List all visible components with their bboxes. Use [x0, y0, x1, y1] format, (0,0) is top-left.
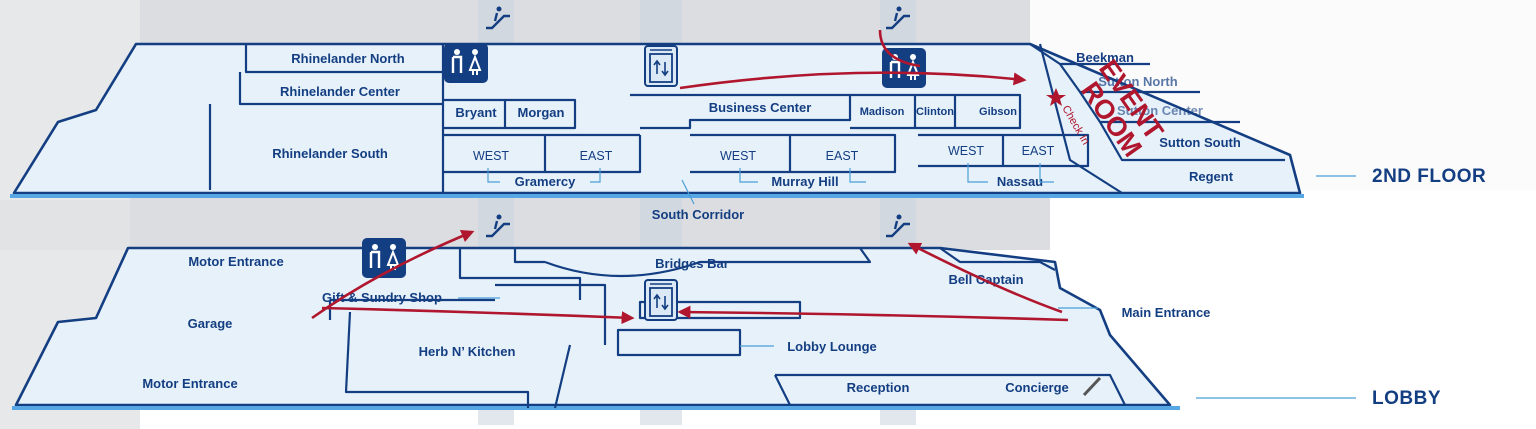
route-arrows [311, 29, 1069, 325]
room-regent: Regent [1189, 169, 1234, 184]
gramercy-west: WEST [473, 149, 509, 163]
check-in-star-icon [1046, 88, 1066, 106]
gramercy-east: EAST [580, 149, 613, 163]
room-madison: Madison [860, 106, 905, 118]
lobby-floor-plate [12, 246, 1180, 410]
room-sutton-north: Sutton North [1098, 74, 1177, 89]
room-nassau: Nassau [997, 174, 1043, 189]
room-rhinelander-center: Rhinelander Center [280, 84, 400, 99]
restroom-icon [362, 238, 406, 278]
area-motor-entrance-bottom: Motor Entrance [142, 376, 237, 391]
area-lobby-lounge: Lobby Lounge [787, 339, 877, 354]
restroom-icon [444, 43, 488, 83]
room-gramercy: Gramercy [515, 174, 576, 189]
elevator-icon [644, 45, 678, 87]
area-bridges-bar: Bridges Bar [655, 256, 729, 271]
area-motor-entrance-top: Motor Entrance [188, 254, 283, 269]
area-garage: Garage [188, 316, 233, 331]
escalator-icon [886, 214, 910, 238]
murray-hill-east: EAST [826, 149, 859, 163]
floor-label-second: 2ND FLOOR [1372, 166, 1486, 187]
elevator-icon [644, 279, 678, 321]
room-gibson: Gibson [979, 106, 1017, 118]
escalator-icon [486, 6, 510, 30]
room-morgan: Morgan [518, 105, 565, 120]
area-reception: Reception [847, 380, 910, 395]
murray-hill-west: WEST [720, 149, 756, 163]
nassau-east: EAST [1022, 144, 1055, 158]
floor-label-lobby: LOBBY [1372, 388, 1441, 409]
area-main-entrance: Main Entrance [1122, 305, 1211, 320]
room-sutton-south: Sutton South [1159, 135, 1241, 150]
room-business-center: Business Center [709, 100, 812, 115]
room-rhinelander-north: Rhinelander North [291, 51, 404, 66]
area-concierge: Concierge [1005, 380, 1069, 395]
nassau-west: WEST [948, 144, 984, 158]
area-gift-shop: Gift & Sundry Shop [322, 290, 442, 305]
room-beekman: Beekman [1076, 50, 1134, 65]
area-herb-kitchen: Herb N’ Kitchen [419, 344, 516, 359]
room-rhinelander-south: Rhinelander South [272, 146, 388, 161]
escalator-icon [486, 214, 510, 238]
south-corridor-label: South Corridor [652, 207, 744, 222]
room-bryant: Bryant [455, 105, 497, 120]
second-floor-plate [10, 42, 1304, 198]
room-sutton-center: Sutton Center [1117, 103, 1203, 118]
lobby-labels: Motor Entrance Garage Motor Entrance Gif… [142, 254, 1441, 409]
room-murray-hill: Murray Hill [771, 174, 838, 189]
room-clinton: Clinton [916, 106, 954, 118]
second-floor-labels: Rhinelander North Rhinelander Center Rhi… [272, 50, 1486, 222]
escalator-icon [886, 6, 910, 30]
